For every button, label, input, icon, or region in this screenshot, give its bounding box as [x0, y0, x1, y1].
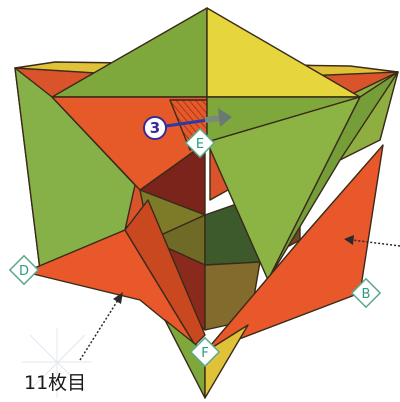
label-e-text: E: [196, 137, 204, 152]
top-pyramid-right-face: [207, 8, 360, 97]
label-d: D: [10, 256, 38, 284]
pointer-right: [344, 235, 400, 246]
top-pyramid-left-face: [52, 8, 207, 97]
label-f-text: F: [201, 346, 208, 361]
step-3-marker: 3: [144, 117, 166, 139]
label-d-text: D: [19, 264, 29, 279]
label-b-text: B: [362, 287, 371, 302]
pointer-11th-sheet: [80, 292, 123, 360]
step-3-number: 3: [150, 119, 160, 137]
caption-11th-sheet: 11枚目: [24, 372, 86, 394]
